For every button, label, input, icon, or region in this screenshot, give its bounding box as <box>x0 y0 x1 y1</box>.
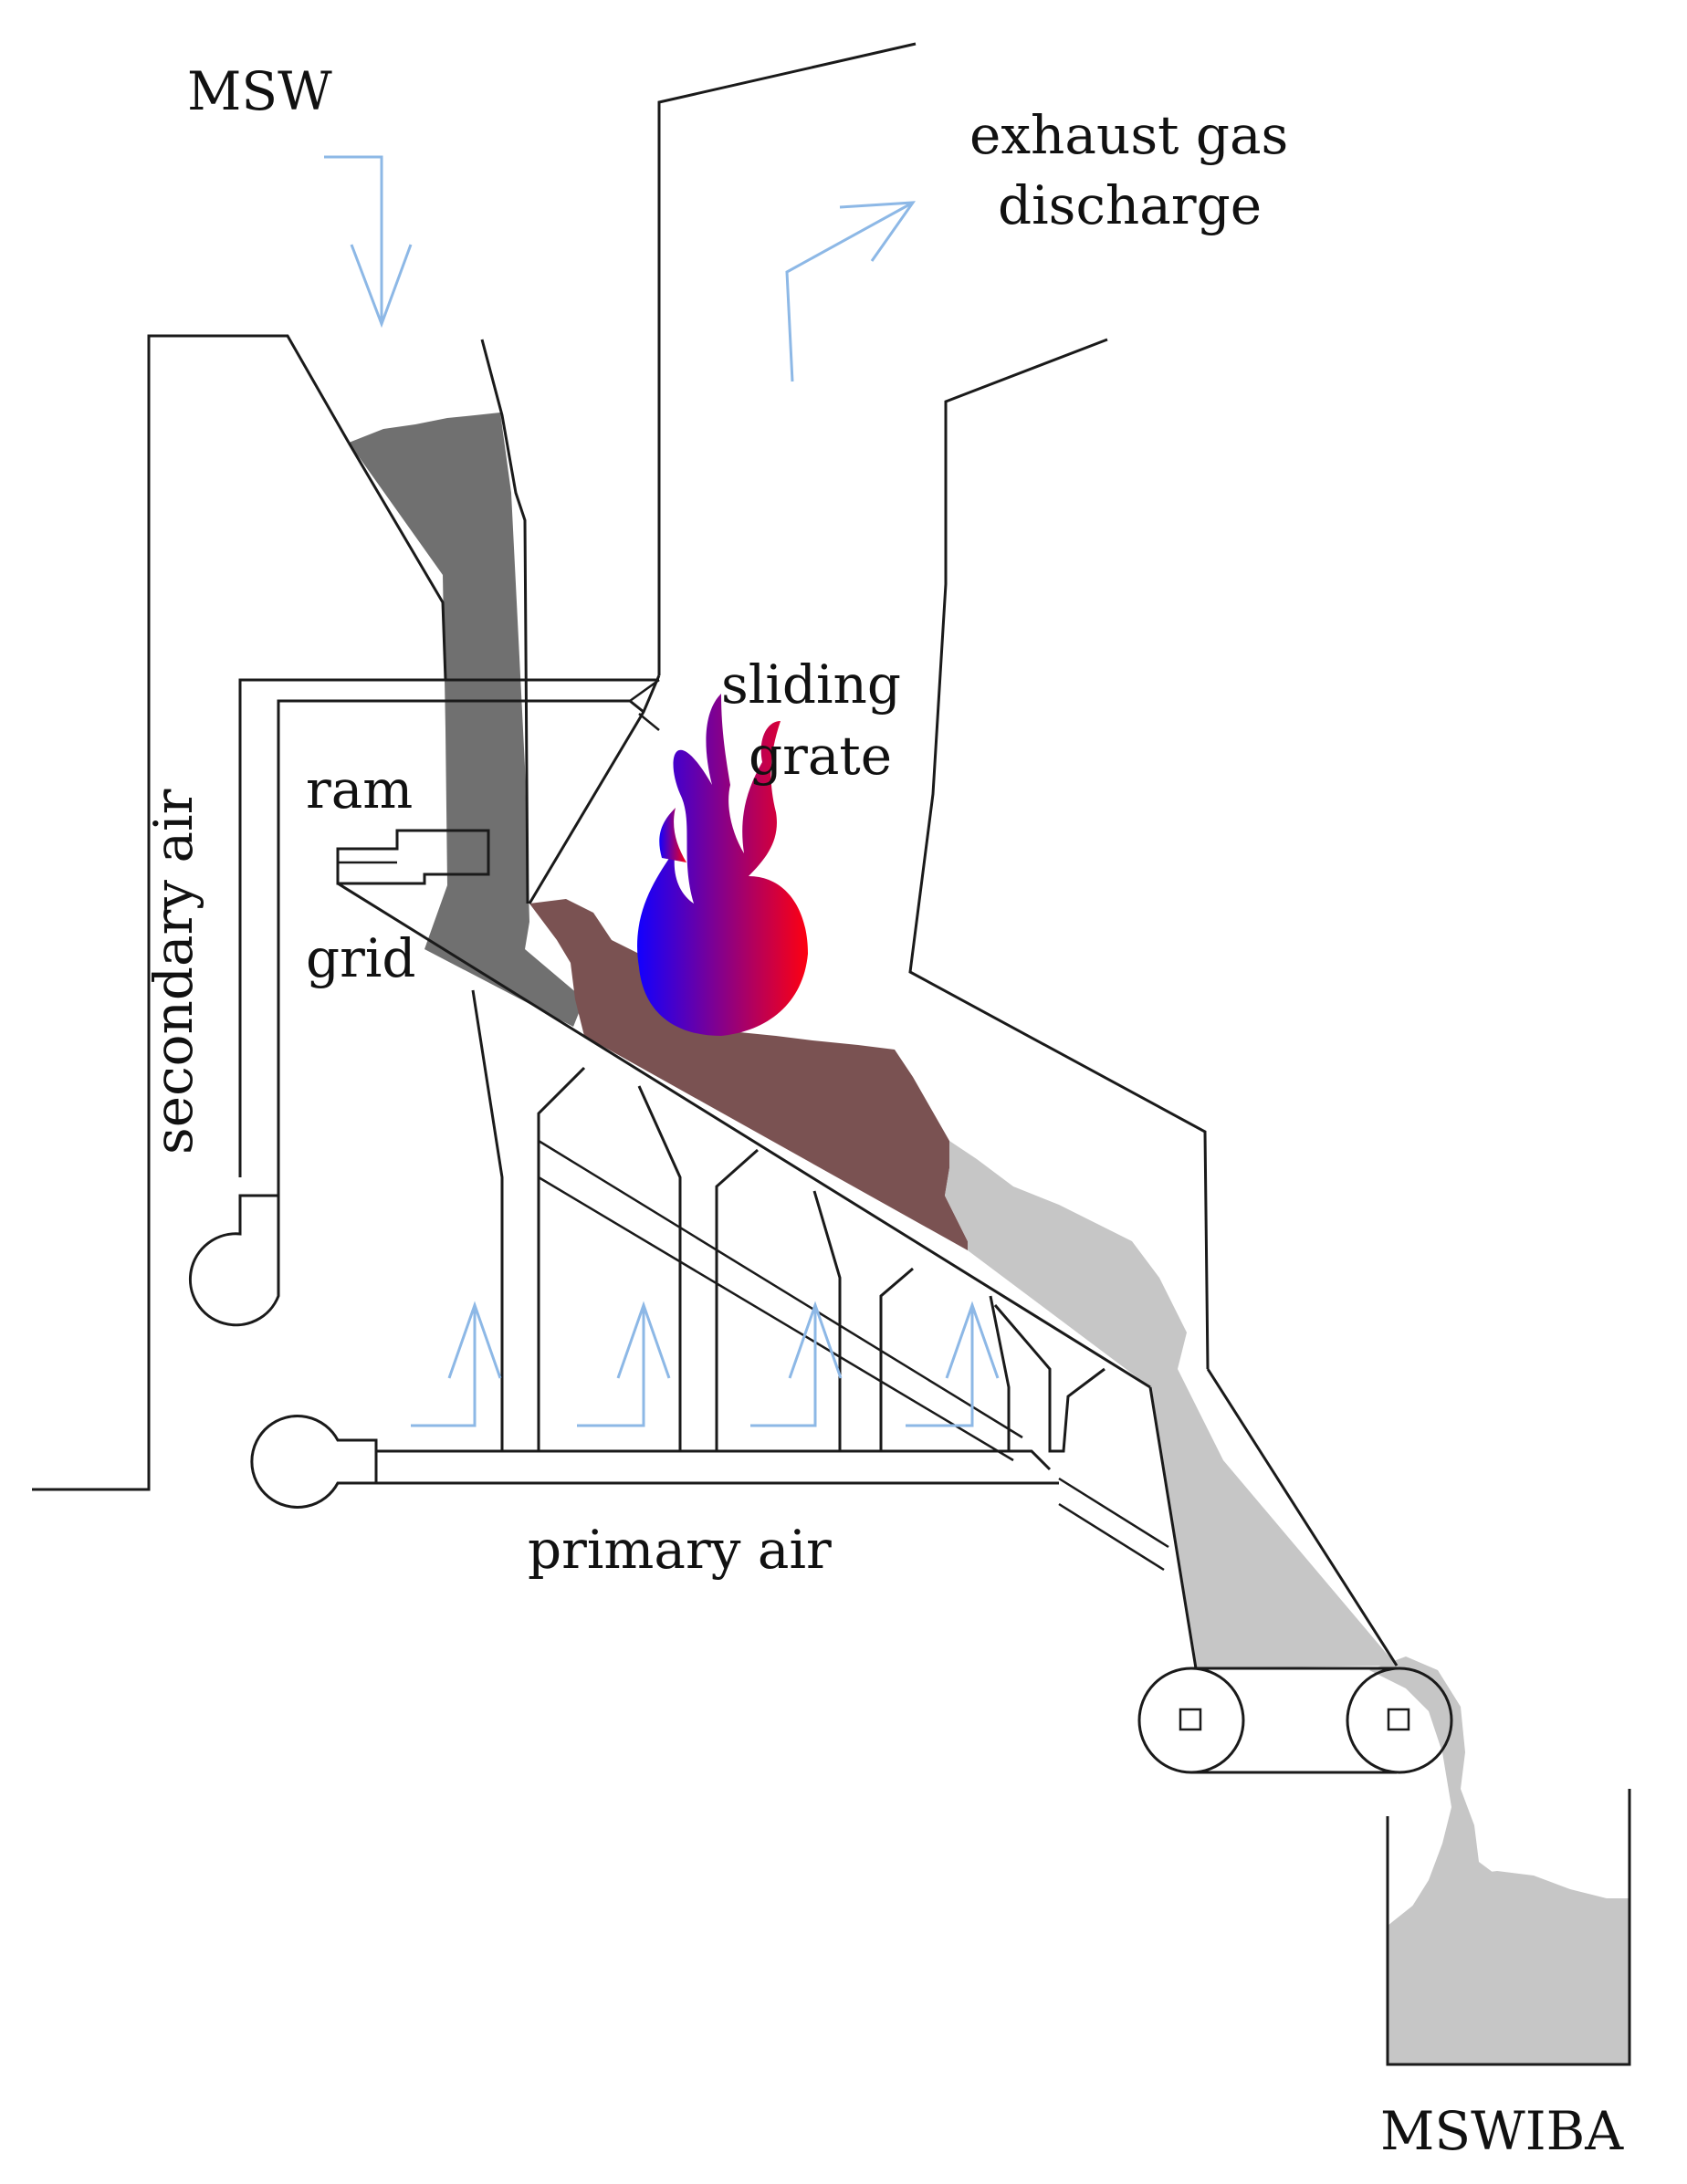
left-furnace-wall <box>32 334 351 1491</box>
air-hopper-1 <box>471 989 586 1453</box>
grate-rail-3 <box>1058 1477 1169 1549</box>
ash-on-grate <box>945 1141 1397 1668</box>
primary-air-duct <box>376 1449 1059 1485</box>
label-exhaust-2: discharge <box>998 174 1262 236</box>
chute-left-wall <box>347 442 447 681</box>
burning-bed <box>529 899 968 1250</box>
stack-left-wall <box>657 42 917 675</box>
msw-arrow <box>324 155 413 329</box>
grate-rail-4 <box>1058 1502 1165 1572</box>
label-sliding-1: sliding <box>721 653 901 716</box>
primary-air-arrow-4 <box>906 1301 1000 1427</box>
ash-pile-bin <box>1388 1871 1629 2064</box>
label-primary-air: primary air <box>528 1519 832 1581</box>
conveyor-roller-left <box>1137 1667 1245 1774</box>
air-hopper-2 <box>637 1085 759 1453</box>
ash-falling <box>1369 1656 1525 1944</box>
secondary-air-duct <box>238 678 659 1177</box>
stack-right-wall <box>908 338 1210 1370</box>
label-sliding-2: grate <box>749 725 892 787</box>
exhaust-arrow <box>785 201 917 382</box>
label-grid: grid <box>306 927 416 989</box>
collection-bin <box>1386 1789 1631 2066</box>
label-exhaust-1: exhaust gas <box>969 104 1288 166</box>
grate-rail-1 <box>538 1139 1023 1439</box>
ram <box>336 829 490 885</box>
primary-air-fan <box>250 1415 378 1509</box>
primary-air-arrow-3 <box>750 1301 843 1427</box>
secondary-air-duct-inner <box>277 699 644 1196</box>
label-secondary-air: secondary air <box>142 789 204 1155</box>
secondary-air-fan <box>188 1194 280 1327</box>
air-hopper-4 <box>989 1295 1011 1451</box>
conveyor-roller-right <box>1346 1667 1453 1774</box>
primary-air-arrow-2 <box>577 1301 671 1427</box>
chute-right-wall <box>480 339 529 904</box>
secondary-air-nozzle <box>629 678 660 731</box>
flame-tongue <box>659 808 686 862</box>
grate-rail-2 <box>538 1176 1014 1462</box>
primary-air-arrow-1 <box>411 1301 502 1427</box>
label-mswiba: MSWIBA <box>1380 2100 1624 2162</box>
flame <box>637 694 808 1036</box>
grate-line <box>337 882 1151 1389</box>
air-hopper-5 <box>993 1304 1105 1453</box>
label-ram: ram <box>306 758 413 820</box>
primary-air-arrows <box>411 1301 1000 1427</box>
ash-chute <box>1148 1368 1399 1669</box>
conveyor <box>1137 1667 1453 1774</box>
waste-in-hopper <box>349 413 584 1027</box>
label-msw: MSW <box>187 60 332 122</box>
